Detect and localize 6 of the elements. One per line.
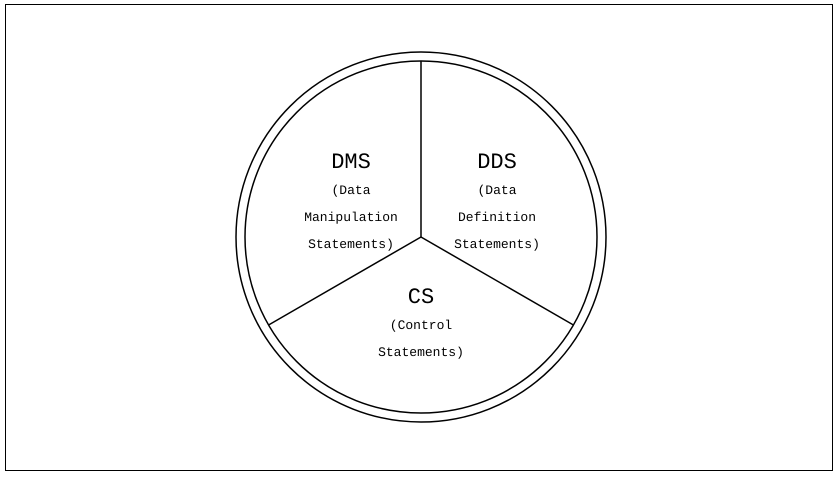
sector-heading: DDS: [477, 149, 517, 177]
sector-description: (Data Definition Statements): [453, 182, 541, 254]
sector-heading: DMS: [331, 149, 371, 177]
sector-description: (Control Statements): [377, 317, 465, 362]
sector-description: (Data Manipulation Statements): [303, 182, 399, 254]
sector-heading: CS: [408, 284, 434, 312]
